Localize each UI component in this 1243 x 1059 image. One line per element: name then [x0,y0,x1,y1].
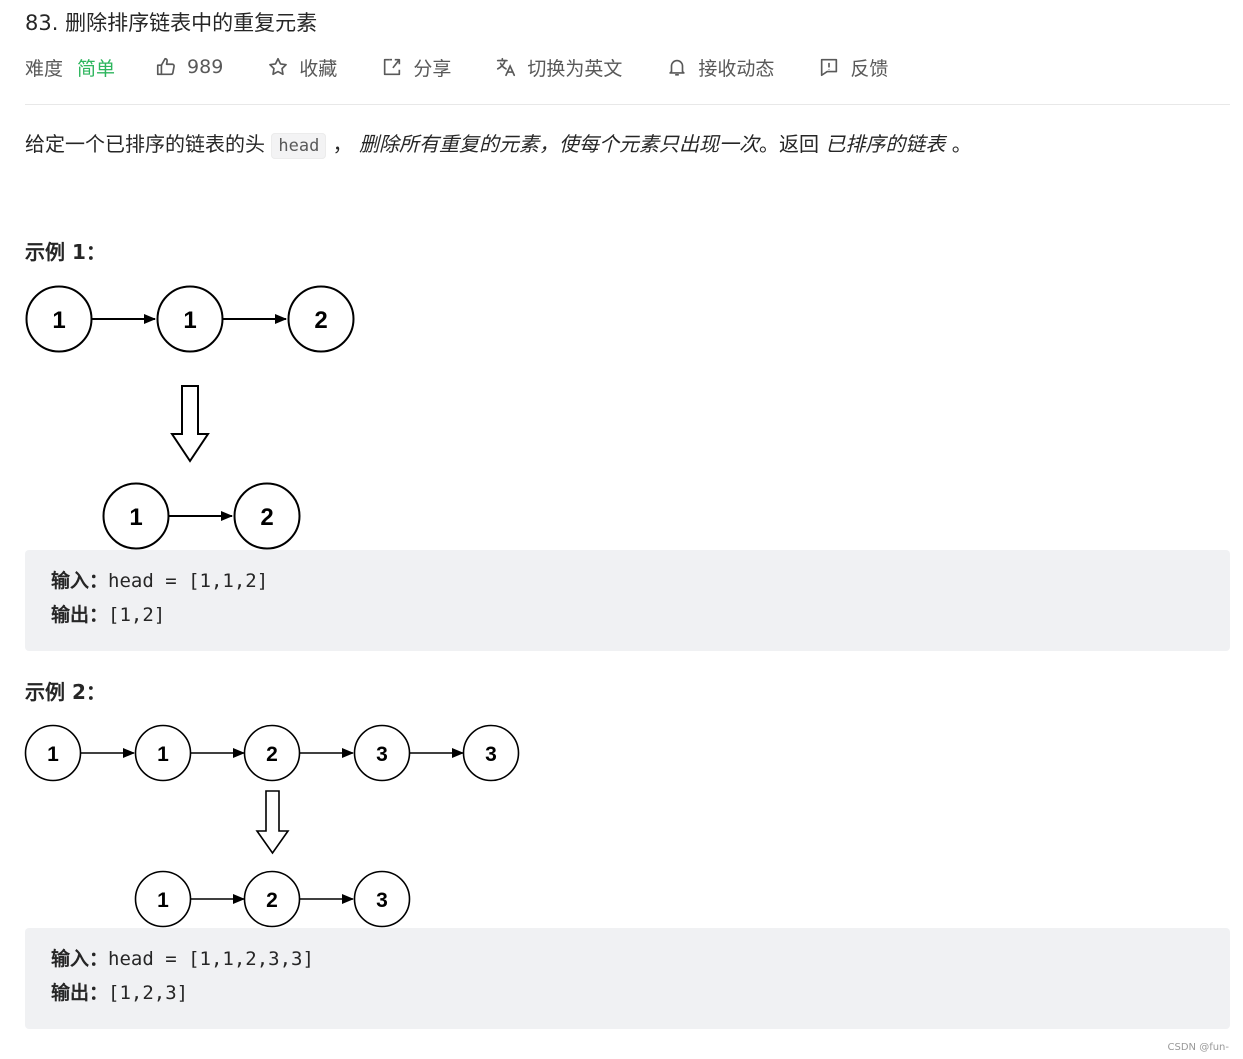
notify-label: 接收动态 [698,57,775,80]
notify-button[interactable]: 接收动态 [666,54,774,81]
example-2-code-block: 输入：head = [1,1,2,3,3] 输出：[1,2,3] [25,928,1230,1029]
list-node: 3 [353,724,411,782]
header-divider [25,104,1230,105]
feedback-label: 反馈 [850,57,889,80]
node-value: 1 [129,504,142,531]
share-label: 分享 [413,57,452,80]
example-1-after-list: 1 2 [102,482,301,550]
watermark: CSDN @fun- [1167,1042,1230,1053]
node-value: 3 [485,743,497,766]
like-button[interactable]: 989 [155,56,223,78]
node-value: 1 [52,307,65,334]
output-value: [1,2,3] [108,982,189,1004]
favorite-label: 收藏 [299,57,338,80]
transform-arrow-icon [255,790,290,855]
transform-arrow-icon [170,385,210,463]
problem-title: 83. 删除排序链表中的重复元素 [25,11,318,35]
input-value: head = [1,1,2,3,3] [108,948,314,970]
desc-text-3: 。返回 [759,132,820,156]
list-node: 1 [102,482,170,550]
feedback-icon [821,58,838,77]
share-icon [384,58,401,76]
translate-icon [497,57,516,77]
problem-description: 给定一个已排序的链表的头 head ， 删除所有重复的元素，使每个元素只出现一次… [25,128,972,162]
star-icon [269,57,288,76]
example-1-before-list: 1 1 2 [25,285,355,353]
list-node: 1 [134,870,192,928]
desc-text-4: 。 [951,132,972,156]
input-label: 输入： [51,948,109,970]
example-1-output: 输出：[1,2] [51,598,1204,632]
desc-text-2: ， [332,132,353,156]
difficulty-badge: 简单 [77,57,116,80]
node-value: 1 [183,307,196,334]
bell-icon [669,59,686,76]
input-label: 输入： [51,570,109,592]
favorite-button[interactable]: 收藏 [267,54,337,81]
node-value: 2 [266,889,278,912]
thumbs-up-icon [156,57,175,76]
list-node: 2 [287,285,355,353]
list-node: 1 [24,724,82,782]
node-value: 1 [47,743,59,766]
list-node: 2 [243,870,301,928]
list-node: 1 [156,285,224,353]
node-value: 1 [157,889,169,912]
node-value: 2 [266,743,278,766]
list-node: 2 [243,724,301,782]
like-count: 989 [187,56,224,78]
output-value: [1,2] [108,604,166,626]
translate-label: 切换为英文 [527,57,623,80]
example-2-title: 示例 2： [25,680,106,704]
output-label: 输出： [51,982,109,1004]
example-1-input: 输入：head = [1,1,2] [51,564,1204,598]
desc-emphasis-1: 删除所有重复的元素，使每个元素只出现一次 [359,132,760,156]
example-2-output: 输出：[1,2,3] [51,976,1204,1010]
translate-button[interactable]: 切换为英文 [495,54,622,81]
output-label: 输出： [51,604,109,626]
desc-text-1: 给定一个已排序的链表的头 [25,132,265,156]
node-value: 2 [314,307,327,334]
example-1-title: 示例 1： [25,240,106,264]
node-value: 3 [376,889,388,912]
share-button[interactable]: 分享 [381,54,451,81]
list-node: 1 [25,285,93,353]
node-value: 1 [157,743,169,766]
inline-code-head: head [271,133,327,159]
feedback-button[interactable]: 反馈 [818,54,888,81]
example-2-input: 输入：head = [1,1,2,3,3] [51,942,1204,976]
list-node: 3 [462,724,520,782]
example-2-after-list: 1 2 3 [134,870,411,928]
difficulty-label: 难度 [25,57,64,80]
input-value: head = [1,1,2] [108,570,269,592]
list-node: 1 [134,724,192,782]
list-node: 3 [353,870,411,928]
list-node: 2 [233,482,301,550]
node-value: 2 [260,504,273,531]
desc-emphasis-2: 已排序的链表 [825,132,946,156]
example-2-before-list: 1 1 2 3 3 [24,724,520,782]
node-value: 3 [376,743,388,766]
example-1-code-block: 输入：head = [1,1,2] 输出：[1,2] [25,550,1230,651]
problem-toolbar: 难度 简单 989 收藏 分享 切换为英文 接收动态 [25,52,932,82]
